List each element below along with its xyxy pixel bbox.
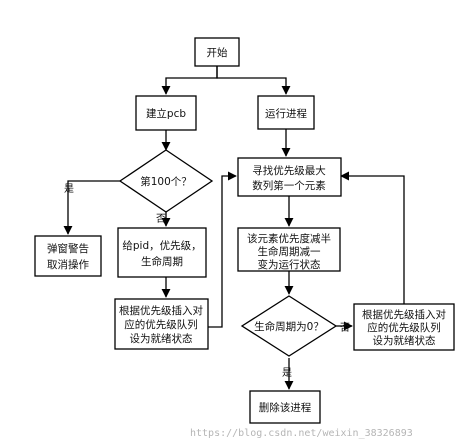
edge-start-to-create [161,66,218,95]
run-process-node: 运行进程 [257,95,315,130]
decrease-priority-line-1: 该元素优先度减半 [247,232,331,245]
decrease-priority-node: 该元素优先度减半 生命周期减一 变为运行状态 [237,227,341,272]
insert-queue-right-line-2: 应的优先级队列 [367,321,441,334]
edge-insert-to-find [208,171,237,328]
run-process-label: 运行进程 [265,107,307,120]
decrease-priority-line-2: 生命周期减一 [258,245,321,258]
edge-right-insert-to-find [340,171,405,304]
delete-process-node: 删除该进程 [249,390,321,424]
popup-warning-line-2: 取消操作 [47,258,89,271]
check-no-label: 否 [156,213,166,225]
check-100-decision: 第100个？ [118,149,214,213]
zero-yes-label: 是 [282,367,292,379]
watermark-text: https://blog.csdn.net/weixin_38326893 [190,428,413,439]
insert-queue-right-line-1: 根据优先级插入对 [362,308,446,321]
popup-warning-line-1: 弹窗警告 [47,242,89,255]
find-highest-node: 寻找优先级最大 数列第一个元素 [237,157,342,197]
zero-no-label: 否 [340,322,350,334]
start-node: 开始 [194,37,240,67]
insert-queue-right-line-3: 设为就绪状态 [373,334,436,347]
lifetime-zero-label: 生命周期为0？ [254,320,324,333]
check-yes-label: 是 [64,183,74,195]
insert-queue-left-line-1: 根据优先级插入对 [119,304,203,317]
find-highest-line-2: 数列第一个元素 [252,179,326,192]
insert-queue-left-line-2: 应的优先级队列 [124,318,198,331]
insert-queue-left-line-3: 设为就绪状态 [130,332,193,345]
create-pcb-label: 建立pcb [146,107,186,120]
assign-pid-node: 给pid，优先级， 生命周期 [117,227,207,278]
edge-start-to-run [216,66,291,95]
lifetime-zero-decision: 生命周期为0？ [240,295,338,357]
edge-check-yes [63,180,120,235]
edges [63,66,405,390]
start-label: 开始 [207,46,228,59]
create-pcb-node: 建立pcb [135,95,197,131]
decrease-priority-line-3: 变为运行状态 [258,258,321,271]
find-highest-line-1: 寻找优先级最大 [252,164,326,177]
insert-queue-left-node: 根据优先级插入对 应的优先级队列 设为就绪状态 [114,298,209,350]
assign-pid-line-1: 给pid，优先级， [122,239,201,252]
insert-queue-right-node: 根据优先级插入对 应的优先级队列 设为就绪状态 [353,303,455,351]
check-100-label: 第100个？ [140,175,192,188]
delete-process-label: 删除该进程 [259,401,312,414]
popup-warning-node: 弹窗警告 取消操作 [34,235,102,277]
assign-pid-line-2: 生命周期 [141,255,183,268]
